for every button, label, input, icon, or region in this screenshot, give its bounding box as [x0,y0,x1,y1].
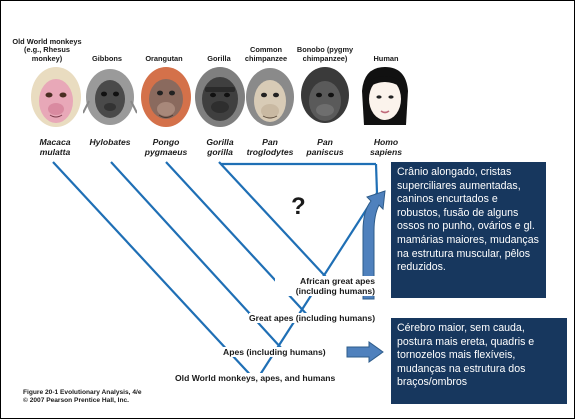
taxon-common-name: Gorilla [207,53,231,63]
genus-name: Pan [317,137,333,147]
tree-branches [52,161,379,382]
taxon-gorilla: Gorilla [184,5,254,63]
species-name: gorilla [207,146,233,157]
genus-name: Gorilla [206,137,234,147]
taxon-common-name: Common chimpanzee [244,45,288,63]
branch-gorilla [218,161,339,291]
node-label-african-great-apes: African great apes (including humans) [275,276,375,296]
question-mark: ? [291,193,306,220]
taxon-old-world-monkeys: Old World monkeys (e.g., Rhesus monkey) [12,5,82,63]
genus-name: Homo [373,137,399,147]
orangutan-face-illustration [141,67,191,127]
common-chimpanzee-face-illustration [246,68,294,126]
gibbon-face-illustration [83,69,137,125]
taxon-common-name: Gibbons [92,53,122,63]
curved-arrow [362,190,386,300]
taxon-scientific-name: Pan paniscus [290,137,360,157]
taxon-gibbons: Gibbons [72,5,142,63]
species-name: mulatta [39,146,71,157]
node-label-apes: Apes (including humans) [223,347,326,357]
ape-traits-note: Cérebro maior, sem cauda, postura mais e… [391,318,567,404]
taxon-common-name: Old World monkeys (e.g., Rhesus monkey) [12,36,82,63]
figure-caption-line: Figure 20-1 Evolutionary Analysis, 4/e [23,389,142,396]
branch-old-world-monkeys [52,161,257,382]
rhesus-macaque-face-illustration [31,67,81,127]
node-label-old-world: Old World monkeys, apes, and humans [175,373,336,383]
figure-caption: Figure 20-1 Evolutionary Analysis, 4/e ©… [23,389,142,405]
genus-name: Pan [262,137,278,147]
genus-name: Macaca [39,137,71,147]
taxon-bonobo: Bonobo (pygmy chimpanzee) [291,5,359,63]
figure-caption-line: © 2007 Pearson Prentice Hall, Inc. [23,397,130,404]
species-name: troglodytes [246,146,294,157]
genus-name: Pongo [152,137,180,147]
species-name: pygmaeus [144,146,188,157]
taxon-common-name: Bonobo (pygmy chimpanzee) [296,45,354,63]
taxon-common-chimpanzee: Common chimpanzee [234,5,298,63]
taxon-scientific-name: Pongo pygmaeus [131,137,201,157]
taxon-orangutan: Orangutan [129,5,199,63]
taxon-common-name: Orangutan [145,53,183,63]
taxon-scientific-name: Pan troglodytes [235,137,305,157]
genus-name: Hylobates [89,137,131,147]
taxon-common-name: Human [373,53,399,63]
branch-human-crown [374,163,379,194]
taxon-scientific-name: Macaca mulatta [20,137,90,157]
node-label-great-apes: Great apes (including humans) [249,313,376,323]
human-traits-note: Crânio alongado, cristas superciliares a… [391,162,546,298]
species-name: sapiens [369,146,402,157]
taxon-scientific-name: Hylobates [75,137,145,148]
human-face-illustration [362,67,408,125]
right-arrow [346,341,384,363]
bonobo-face-illustration [301,67,349,123]
taxon-scientific-name: Gorilla gorilla [185,137,255,157]
taxon-scientific-name: Homo sapiens [351,137,421,157]
species-name: paniscus [306,146,344,157]
taxon-human: Human [351,5,421,63]
gorilla-face-illustration [195,67,245,127]
